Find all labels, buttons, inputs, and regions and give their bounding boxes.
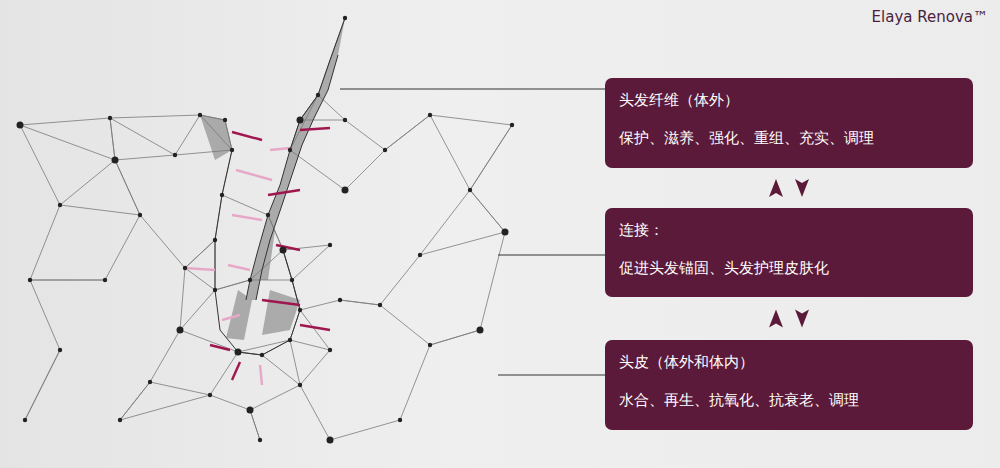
box-heading: 头皮（体外和体内）	[619, 352, 957, 372]
double-arrow	[769, 179, 809, 197]
box-heading: 头发纤维（体外）	[619, 90, 957, 110]
box-heading: 连接：	[619, 220, 957, 240]
box-body: 水合、再生、抗氧化、抗衰老、调理	[619, 390, 957, 410]
text-box: 头发纤维（体外） 保护、滋养、强化、重组、充实、调理	[605, 78, 973, 168]
brand-label: Elaya Renova™	[872, 8, 988, 26]
text-box: 连接： 促进头发锚固、头发护理皮肤化	[605, 208, 973, 297]
box-body: 保护、滋养、强化、重组、充实、调理	[619, 128, 957, 148]
double-arrow	[769, 310, 809, 328]
box-body: 促进头发锚固、头发护理皮肤化	[619, 258, 957, 278]
text-box: 头皮（体外和体内） 水合、再生、抗氧化、抗衰老、调理	[605, 340, 973, 430]
